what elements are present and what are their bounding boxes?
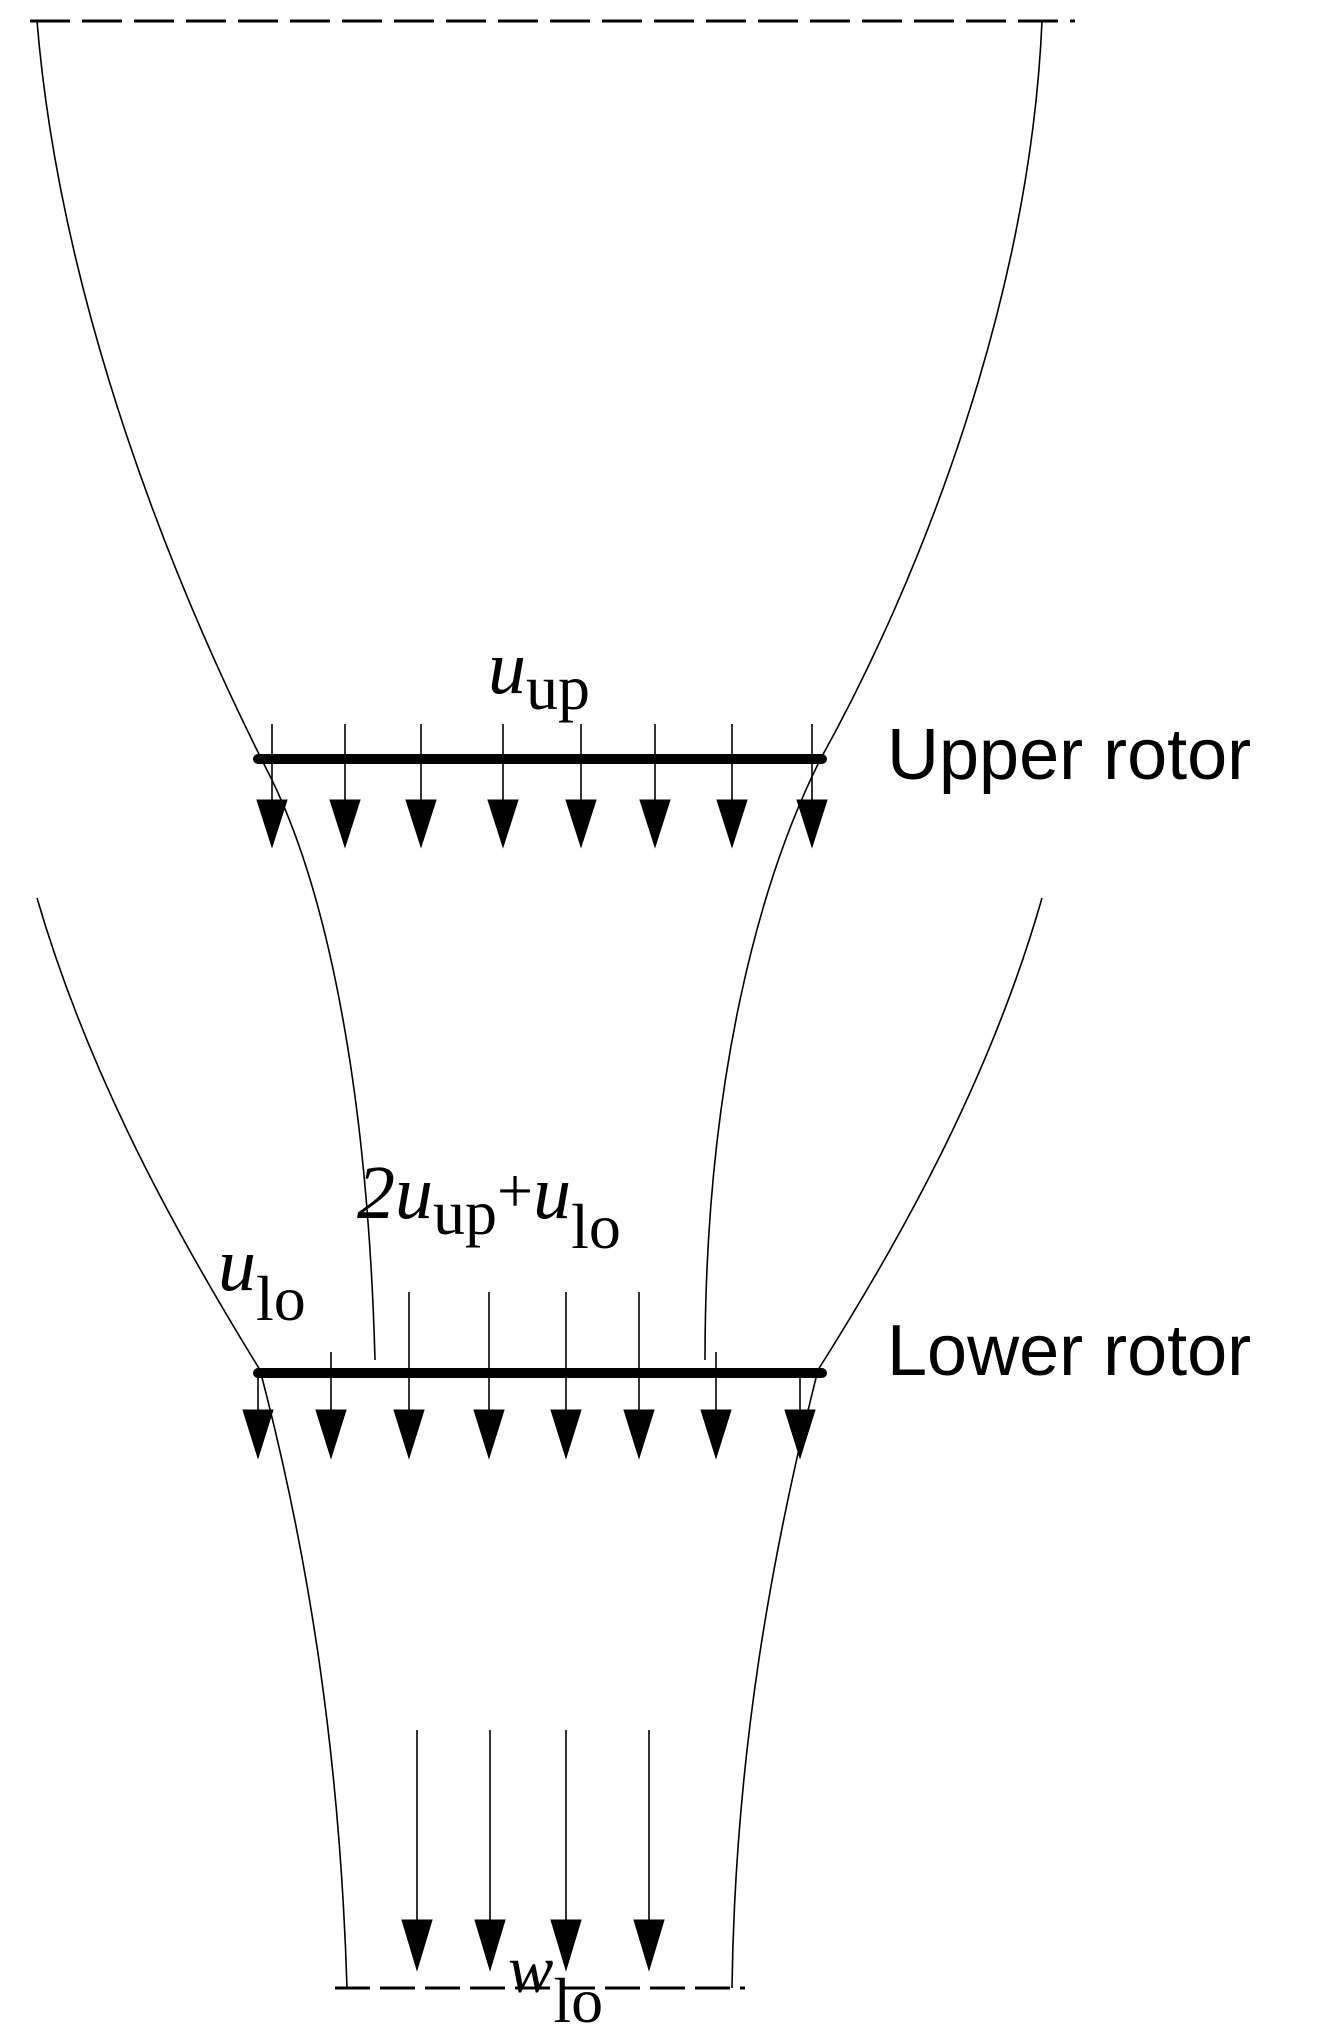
wake-arrow-1 — [401, 1730, 433, 1972]
upper-arrow-2 — [329, 724, 361, 849]
symbol-u-lo: ulo — [218, 1223, 306, 1334]
upper-streamtube-left-boundary — [36, 20, 376, 1361]
lower-arrow-8 — [784, 1373, 816, 1460]
lower-arrow-4 — [473, 1292, 505, 1460]
wake-arrow-4 — [633, 1730, 665, 1972]
lower-arrow-7 — [700, 1352, 732, 1460]
upper-rotor-label: Upper rotor — [887, 715, 1251, 795]
lower-rotor-label: Lower rotor — [887, 1311, 1251, 1391]
upper-arrow-7 — [716, 724, 748, 849]
upper-streamtube-right-boundary — [704, 20, 1043, 1361]
wake-left-boundary — [259, 1369, 348, 1989]
lower-arrow-5 — [550, 1292, 582, 1460]
lower-outer-left-boundary — [36, 897, 261, 1371]
upper-arrow-8 — [796, 724, 828, 849]
symbol-u-up: uup — [488, 626, 590, 723]
upper-arrow-5 — [565, 724, 597, 849]
lower-rotor-arrows — [242, 1292, 816, 1460]
symbol-2u-up-plus-u-lo: 2uup+ulo — [357, 1151, 621, 1262]
upper-arrow-6 — [639, 724, 671, 849]
lower-arrow-3 — [393, 1292, 425, 1460]
lower-arrow-1 — [242, 1373, 274, 1460]
lower-arrow-6 — [623, 1292, 655, 1460]
wake-arrow-2 — [474, 1730, 506, 1972]
wake-arrows — [401, 1730, 665, 1972]
symbol-w-lo: wlo — [508, 1931, 603, 2026]
upper-arrow-1 — [256, 724, 288, 849]
upper-arrow-4 — [487, 724, 519, 849]
lower-arrow-2 — [315, 1352, 347, 1460]
upper-arrow-3 — [405, 724, 437, 849]
wake-arrow-3 — [550, 1730, 582, 1972]
wake-right-boundary — [731, 1369, 819, 1989]
upper-rotor-arrows — [256, 724, 828, 849]
lower-outer-right-boundary — [817, 897, 1043, 1371]
